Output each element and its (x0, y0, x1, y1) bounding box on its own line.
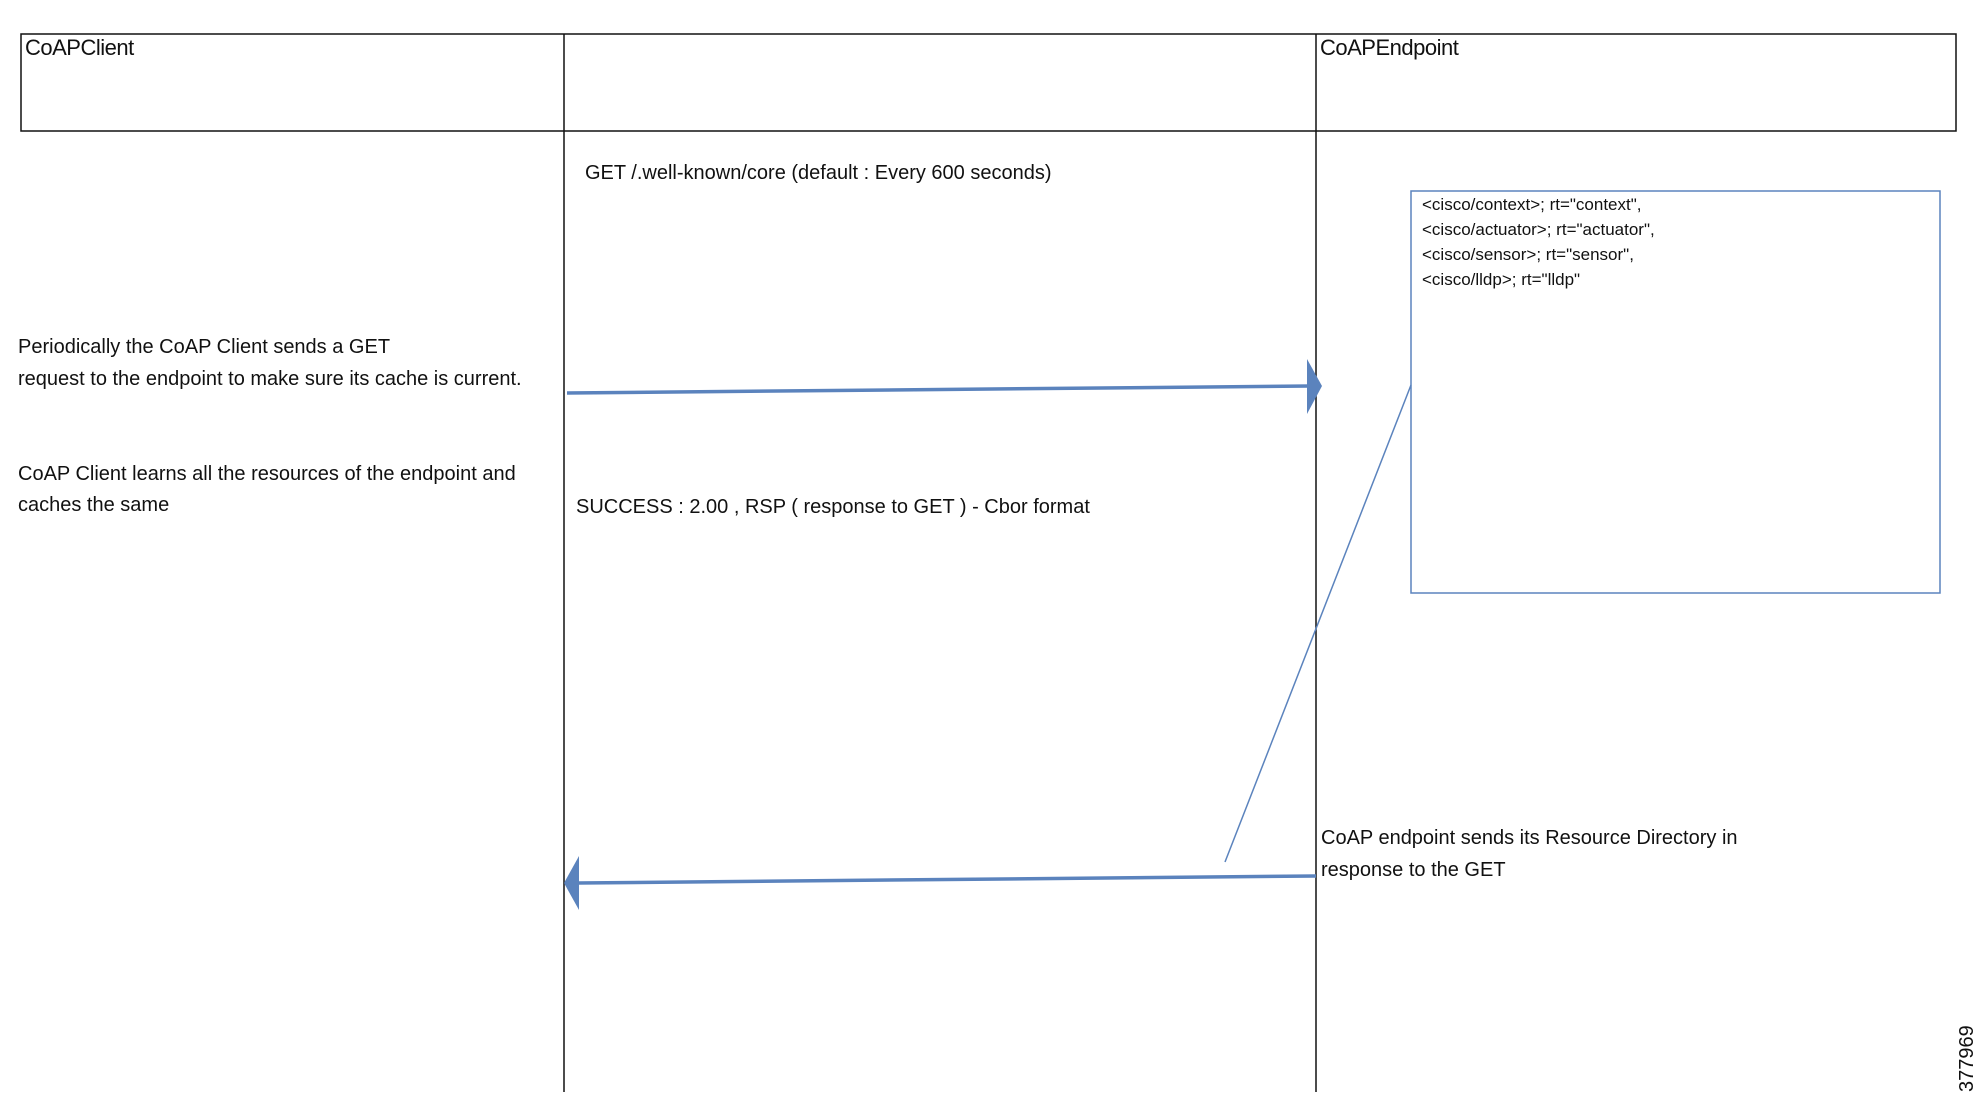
get-request-label: GET /.well-known/core (default : Every 6… (585, 162, 1052, 184)
header-box (20, 33, 1957, 132)
note-periodic-line-1: Periodically the CoAP Client sends a GET (18, 336, 391, 358)
success-response-label: SUCCESS : 2.00 , RSP ( response to GET )… (576, 496, 1090, 518)
resource-directory-text: <cisco/context>; rt="context", <cisco/ac… (1422, 192, 1655, 292)
resource-line-sensor: <cisco/sensor>; rt="sensor", (1422, 245, 1634, 264)
get-request-arrowhead (1307, 359, 1322, 414)
resource-directory-box (1410, 190, 1941, 594)
response-arrowhead (564, 856, 579, 910)
endpoint-header-label: CoAPEndpoint (1320, 35, 1459, 60)
note-endpoint-line-1: CoAP endpoint sends its Resource Directo… (1321, 827, 1738, 849)
response-arrow (577, 874, 1317, 885)
note-learn: CoAP Client learns all the resources of … (18, 459, 516, 521)
note-periodic: Periodically the CoAP Client sends a GET… (18, 331, 522, 395)
get-request-arrow (566, 384, 1311, 395)
resource-line-context: <cisco/context>; rt="context", (1422, 195, 1642, 214)
figure-id: 377969 (1956, 1025, 1978, 1092)
callout-line (1224, 384, 1412, 863)
resource-line-actuator: <cisco/actuator>; rt="actuator", (1422, 220, 1655, 239)
note-endpoint-line-2: response to the GET (1321, 859, 1506, 881)
note-periodic-line-2: request to the endpoint to make sure its… (18, 368, 522, 390)
note-learn-line-2: caches the same (18, 494, 170, 516)
note-endpoint-sends: CoAP endpoint sends its Resource Directo… (1321, 822, 1738, 886)
note-learn-line-1: CoAP Client learns all the resources of … (18, 463, 516, 485)
client-header-label: CoAPClient (25, 35, 134, 60)
resource-line-lldp: <cisco/lldp>; rt="lldp" (1422, 270, 1581, 289)
